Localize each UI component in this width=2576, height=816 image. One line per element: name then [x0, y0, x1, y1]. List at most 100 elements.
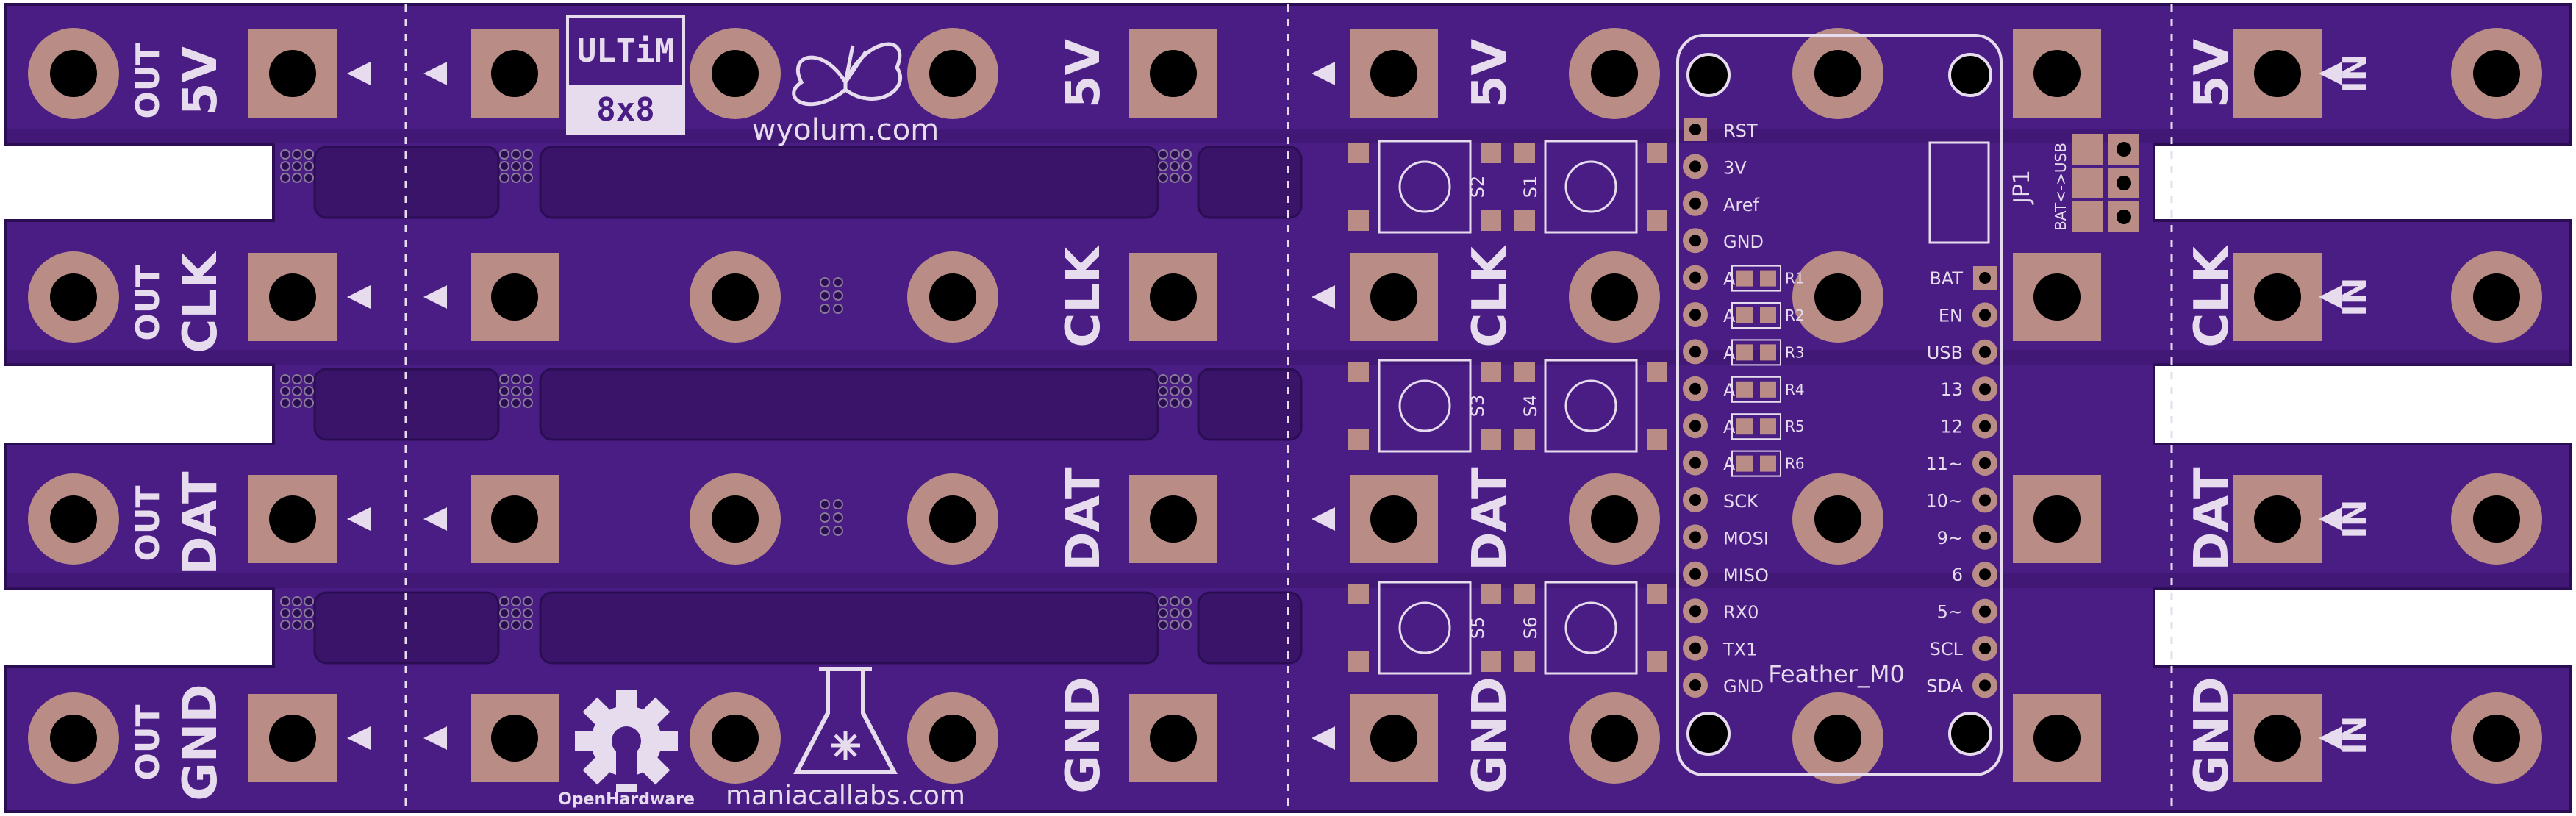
arrow-icon	[1312, 507, 1335, 531]
resistor-r2: R2	[1731, 302, 1805, 329]
pad-5v-9	[2013, 29, 2101, 118]
pad-clk-2	[471, 253, 559, 341]
pad-clk-7	[1569, 251, 1660, 343]
pad-gnd-5	[1129, 694, 1217, 782]
feather-pin-right-3: 13	[1940, 376, 1997, 402]
rail-5v-label-mid: 5V	[1056, 39, 1111, 109]
pad-clk-0	[28, 251, 119, 343]
mouse-bite-group	[1158, 149, 1192, 183]
routing-slots	[313, 146, 1303, 665]
panel3-labels: 5V CLK DAT GND	[1463, 39, 1517, 794]
resistor-label: R5	[1785, 418, 1805, 435]
arrow-icon	[347, 726, 371, 750]
resistor-r5: R5	[1731, 413, 1805, 440]
feather-pin-label: 6	[1952, 565, 1963, 585]
resistor-label: R1	[1785, 270, 1805, 287]
out-label-gnd: OUT	[129, 704, 167, 780]
pad-gnd-1	[248, 694, 337, 782]
switch-label-s1: S1	[1520, 176, 1541, 198]
feather-pin-label: 11~	[1925, 454, 1963, 474]
mouse-bite-group	[280, 149, 314, 183]
feather-pin-right-1: EN	[1939, 302, 1997, 328]
switch-s5[interactable]	[1348, 581, 1501, 675]
feather-pin-right-7: 9~	[1937, 524, 1997, 550]
switch-label-s2: S2	[1467, 176, 1488, 198]
rail-clk-label-right: CLK	[2185, 245, 2239, 348]
in-label-clk: IN	[2336, 277, 2374, 316]
feather-pin-label: SCL	[1930, 639, 1964, 659]
feather-pin-left-12: MISO	[1683, 561, 1769, 587]
feather-pin-label: 5~	[1937, 602, 1963, 623]
arrow-icon	[1312, 726, 1335, 750]
mouse-bite-group	[820, 277, 843, 314]
pad-dat-7	[1569, 473, 1660, 565]
arrow-icon	[2319, 62, 2342, 85]
jp1-jumper: JP1 BAT<->USB	[1928, 134, 2139, 244]
arrow-icon	[347, 507, 371, 531]
arrow-icon	[423, 285, 447, 309]
open-hardware-label: OpenHardware	[558, 790, 695, 809]
feather-pin-left-2: Aref	[1683, 190, 1760, 216]
feather-pin-label: GND	[1723, 232, 1764, 252]
pad-5v-10	[2233, 29, 2322, 118]
feather-pin-right-9: 5~	[1937, 598, 1997, 624]
out-label-dat: OUT	[129, 485, 167, 561]
ultim-logo-subtitle-bg	[568, 85, 684, 134]
mouse-bite-group	[499, 374, 533, 408]
feather-name-label: Feather_M0	[1768, 660, 1905, 688]
pad-clk-10	[2233, 253, 2322, 341]
pad-clk-3	[690, 251, 781, 343]
feather-pin-left-15: GND	[1683, 673, 1764, 698]
feather-pin-left-1: 3V	[1683, 154, 1747, 179]
resistor-r1: R1	[1731, 265, 1805, 292]
switch-s6[interactable]	[1514, 581, 1667, 675]
switch-s1[interactable]	[1514, 140, 1667, 234]
arrow-icon	[1312, 62, 1335, 85]
feather-pin-left-3: GND	[1683, 228, 1764, 254]
arrow-icon	[2319, 285, 2342, 309]
feather-pin-label: 10~	[1925, 490, 1963, 511]
pad-5v-2	[471, 29, 559, 118]
resistor-r4: R4	[1731, 376, 1805, 403]
switch-s2[interactable]	[1348, 140, 1501, 234]
resistor-label: R2	[1785, 307, 1805, 324]
resistor-label: R3	[1785, 343, 1805, 361]
rail-gnd-label-p3: GND	[1463, 676, 1517, 793]
pad-gnd-8	[1792, 692, 1883, 784]
pad-gnd-6	[1350, 694, 1438, 782]
rail-gnd-label-mid: GND	[1056, 676, 1111, 793]
pad-dat-8	[1792, 473, 1883, 565]
jp1-label: JP1	[2009, 170, 2035, 205]
arrow-icon	[423, 507, 447, 531]
out-label-clk: OUT	[129, 265, 167, 340]
switch-s3[interactable]	[1348, 359, 1501, 453]
ultim-logo-subtitle: 8x8	[596, 91, 654, 129]
feather-pin-left-13: RX0	[1683, 598, 1759, 624]
switch-label-s3: S3	[1467, 395, 1488, 418]
feather-pin-label: 12	[1940, 417, 1963, 437]
feather-pin-left-14: TX1	[1683, 635, 1757, 661]
rail-clk-label-p3: CLK	[1463, 245, 1517, 348]
switch-label-s6: S6	[1520, 617, 1541, 640]
left-out-labels: OUT 5V OUT CLK OUT DAT OUT GND	[129, 43, 228, 801]
pad-5v-7	[1569, 28, 1660, 119]
feather-pin-label: USB	[1927, 343, 1963, 363]
pad-clk-4	[907, 251, 998, 343]
pad-clk-5	[1129, 253, 1217, 341]
pad-clk-11	[2451, 251, 2542, 343]
pad-gnd-3	[690, 692, 781, 784]
switch-s4[interactable]	[1514, 359, 1667, 453]
pad-dat-11	[2451, 473, 2542, 565]
feather-pin-label: MOSI	[1723, 528, 1769, 548]
feather-pin-right-10: SCL	[1930, 636, 1997, 661]
rail-5v-label-right: 5V	[2185, 39, 2239, 109]
feather-outline	[1676, 34, 2003, 776]
feather-pin-label: RST	[1723, 121, 1758, 141]
pad-dat-2	[471, 475, 559, 563]
gear-keyhole-icon	[575, 690, 678, 792]
pad-dat-3	[690, 473, 781, 565]
out-label-5v: OUT	[129, 43, 167, 118]
pad-gnd-4	[907, 692, 998, 784]
